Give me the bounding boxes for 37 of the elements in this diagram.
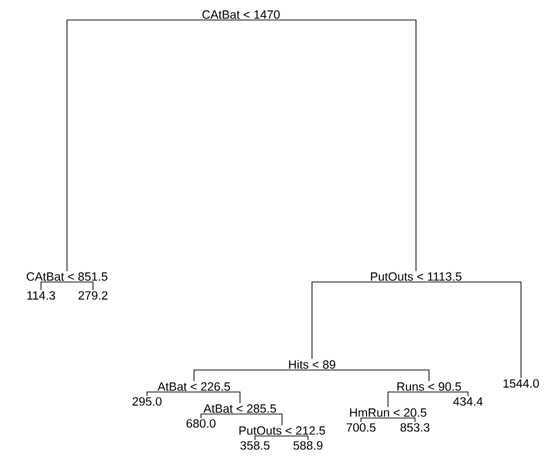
leaf-value: 588.9 (293, 441, 322, 450)
leaf-value: 1544.0 (504, 379, 539, 388)
leaf-value: 358.5 (240, 441, 270, 450)
leaf-value: 853.3 (400, 423, 430, 432)
tree-branch (388, 392, 430, 408)
tree-branch (416, 282, 522, 378)
tree-branch (428, 392, 468, 396)
leaf-value: 680.0 (186, 419, 216, 428)
leaf-value: 279.2 (78, 291, 108, 300)
split-label: PutOuts < 1113.5 (371, 272, 462, 281)
split-label: CAtBat < 851.5 (26, 272, 108, 281)
split-label: CAtBat < 1470 (202, 10, 280, 19)
leaf-value: 434.4 (453, 397, 483, 406)
tree-branch (240, 20, 416, 272)
tree-branch (146, 392, 194, 396)
tree-branch (388, 418, 416, 422)
split-label: Runs < 90.5 (397, 382, 461, 391)
split-label: AtBat < 285.5 (204, 404, 276, 413)
tree-branch (40, 282, 68, 290)
tree-branch (282, 436, 308, 440)
tree-branch (312, 282, 416, 360)
leaf-value: 114.3 (27, 291, 56, 300)
split-label: HmRun < 20.5 (350, 408, 426, 417)
leaf-value: 295.0 (132, 397, 162, 406)
leaf-value: 700.5 (346, 423, 376, 432)
tree-branch (200, 414, 240, 418)
tree-branch (66, 20, 242, 272)
split-label: Hits < 89 (289, 360, 336, 369)
tree-branch (240, 414, 282, 426)
split-label: AtBat < 226.5 (158, 382, 230, 391)
tree-branch (66, 282, 94, 290)
tree-branch (312, 370, 430, 382)
tree-branch (194, 392, 240, 404)
tree-branch (194, 370, 312, 382)
tree-branch (254, 436, 282, 440)
tree-branch (360, 418, 388, 422)
split-label: PutOuts < 212.5 (239, 426, 325, 435)
